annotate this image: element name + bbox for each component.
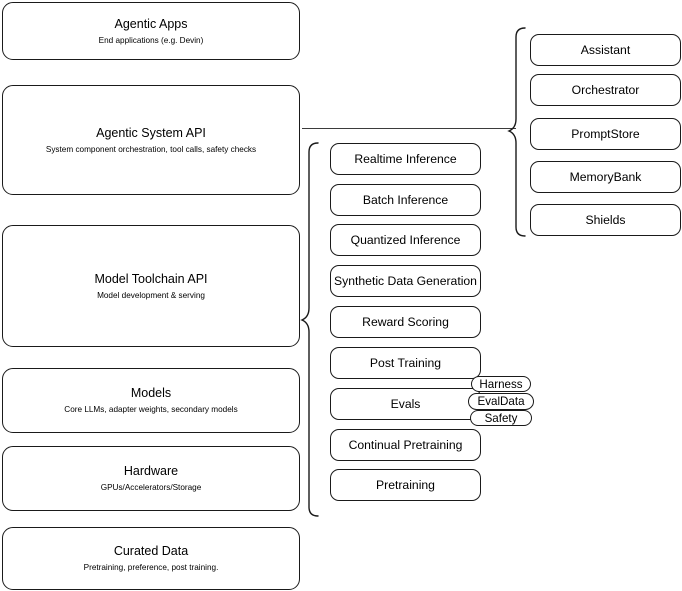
layer-title: Models [130, 386, 172, 400]
toolchain-item-pretraining[interactable]: Pretraining [330, 469, 481, 501]
agentic-component-orchestrator[interactable]: Orchestrator [530, 74, 681, 106]
layer-subtitle: GPUs/Accelerators/Storage [100, 483, 202, 492]
item-label: Continual Pretraining [348, 438, 463, 452]
item-label: Batch Inference [362, 193, 449, 207]
layer-box-hardware[interactable]: Hardware GPUs/Accelerators/Storage [2, 446, 300, 511]
eval-pill-evaldata[interactable]: EvalData [468, 393, 534, 410]
pill-label: EvalData [477, 395, 525, 408]
agentic-component-assistant[interactable]: Assistant [530, 34, 681, 66]
eval-pill-harness[interactable]: Harness [471, 376, 531, 392]
layer-box-model-toolchain-api[interactable]: Model Toolchain API Model development & … [2, 225, 300, 347]
layer-subtitle: Core LLMs, adapter weights, secondary mo… [64, 405, 238, 414]
layer-title: Agentic Apps [114, 16, 188, 31]
layer-subtitle: Pretraining, preference, post training. [83, 563, 219, 572]
system-api-to-agentic-line [302, 128, 516, 129]
item-label: Realtime Inference [354, 152, 457, 166]
item-label: Reward Scoring [362, 315, 449, 329]
layer-box-models[interactable]: Models Core LLMs, adapter weights, secon… [2, 368, 300, 433]
item-label: Synthetic Data Generation [334, 274, 477, 288]
layer-title: Hardware [123, 464, 179, 478]
toolchain-item-realtime-inference[interactable]: Realtime Inference [330, 143, 481, 175]
agentic-components-brace [505, 20, 535, 250]
layer-box-curated-data[interactable]: Curated Data Pretraining, preference, po… [2, 527, 300, 590]
layer-subtitle: Model development & serving [97, 290, 205, 300]
item-label: Post Training [369, 356, 442, 370]
toolchain-item-evals[interactable]: Evals [330, 388, 481, 420]
toolchain-items-brace [297, 136, 327, 526]
toolchain-item-batch-inference[interactable]: Batch Inference [330, 184, 481, 216]
toolchain-item-continual-pretraining[interactable]: Continual Pretraining [330, 429, 481, 461]
item-label: Pretraining [376, 478, 435, 492]
layer-title: Curated Data [113, 544, 189, 558]
item-label: PromptStore [571, 127, 640, 141]
agentic-component-promptstore[interactable]: PromptStore [530, 118, 681, 150]
layer-box-agentic-apps[interactable]: Agentic Apps End applications (e.g. Devi… [2, 2, 300, 60]
eval-pill-safety[interactable]: Safety [470, 410, 532, 426]
item-label: Evals [390, 397, 421, 411]
toolchain-item-reward-scoring[interactable]: Reward Scoring [330, 306, 481, 338]
toolchain-item-quantized-inference[interactable]: Quantized Inference [330, 224, 481, 256]
agentic-component-memorybank[interactable]: MemoryBank [530, 161, 681, 193]
layer-subtitle: System component orchestration, tool cal… [45, 144, 257, 154]
toolchain-item-post-training[interactable]: Post Training [330, 347, 481, 379]
pill-label: Safety [484, 411, 518, 425]
item-label: Assistant [580, 43, 631, 57]
toolchain-item-synthetic-data-generation[interactable]: Synthetic Data Generation [330, 265, 481, 297]
agentic-component-shields[interactable]: Shields [530, 204, 681, 236]
item-label: Orchestrator [571, 83, 640, 97]
item-label: Quantized Inference [350, 233, 461, 247]
layer-subtitle: End applications (e.g. Devin) [98, 35, 204, 45]
item-label: MemoryBank [569, 170, 642, 184]
pill-label: Harness [479, 377, 523, 391]
layer-title: Agentic System API [96, 125, 206, 140]
layer-title: Model Toolchain API [94, 271, 208, 286]
item-label: Shields [585, 213, 626, 227]
layer-box-agentic-system-api[interactable]: Agentic System API System component orch… [2, 85, 300, 195]
